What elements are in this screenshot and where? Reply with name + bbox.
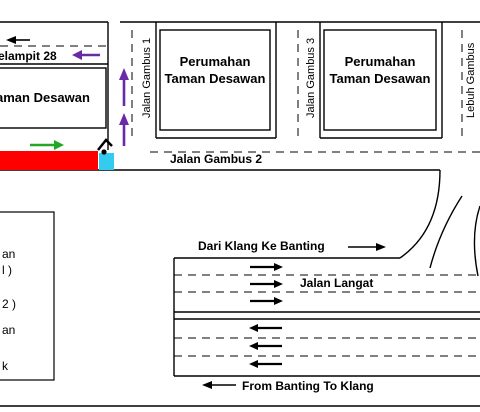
gambus2-label: Jalan Gambus 2	[170, 152, 262, 166]
arrow-left-icon	[72, 50, 100, 60]
lebuh-label: Lebuh Gambus	[465, 42, 477, 118]
highway-label: Jalan Langat	[300, 276, 373, 290]
exit-curve-left-inner	[429, 195, 463, 269]
housing-block-right-line1: Perumahan	[345, 54, 416, 69]
lane-arrow-west-2	[249, 342, 282, 350]
highlighted-parcel	[0, 151, 98, 170]
arrow-left-icon	[6, 36, 30, 44]
legend-line-4: an	[2, 323, 15, 337]
housing-block-mid	[159, 29, 271, 131]
arrow-right-icon	[30, 140, 64, 150]
legend-line-5: k	[2, 359, 9, 373]
lane-arrow-east-3	[250, 297, 283, 305]
housing-block-mid-line1: Perumahan	[180, 54, 251, 69]
lane-arrow-east-1	[250, 263, 283, 271]
legend-line-2: l )	[2, 263, 12, 277]
legend-box	[0, 211, 55, 381]
arrow-up-icon	[119, 113, 129, 146]
arrow-right-icon	[348, 243, 386, 251]
arrow-up-icon	[119, 68, 129, 106]
housing-block-right	[323, 29, 437, 131]
housing-block-right-line2: Taman Desawan	[330, 71, 431, 86]
arrow-left-icon	[202, 381, 236, 389]
housing-block-left-label: aman Desawan	[0, 90, 90, 105]
exit-curve-left-outer	[399, 169, 441, 259]
exit-curve-right	[473, 205, 480, 277]
gambus1-label: Jalan Gambus 1	[141, 38, 153, 118]
legend-line-1: an	[2, 247, 15, 261]
direction-to-klang-label: From Banting To Klang	[242, 379, 374, 393]
gambus3-label: Jalan Gambus 3	[305, 38, 317, 118]
direction-to-banting-label: Dari Klang Ke Banting	[198, 239, 325, 253]
turn-marker-icon	[97, 138, 113, 155]
lane-arrow-west-3	[249, 360, 282, 368]
legend-line-3: 2 )	[2, 297, 16, 311]
housing-block-mid-line2: Taman Desawan	[165, 71, 266, 86]
housing-block-left	[0, 67, 107, 129]
lane-arrow-east-2	[250, 280, 283, 288]
kelampit-label: elampit 28	[0, 49, 57, 63]
cyan-marker	[99, 153, 114, 170]
lane-arrow-west-1	[249, 324, 282, 332]
